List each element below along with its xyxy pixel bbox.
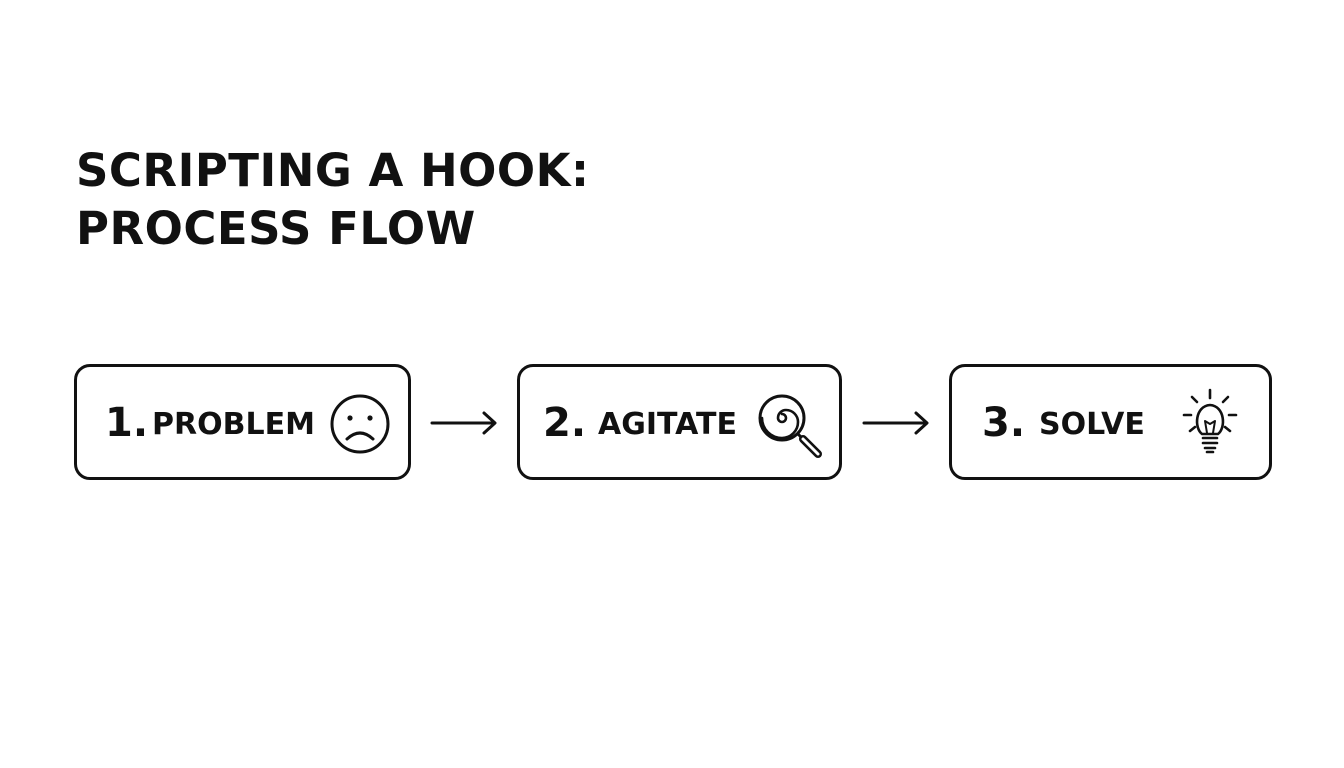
- right-arrow-icon: [430, 411, 497, 435]
- step-number: 1.: [105, 400, 149, 446]
- right-arrow-icon: [862, 411, 929, 435]
- title-line-2: PROCESS FLOW: [76, 202, 476, 255]
- title-line-1: SCRIPTING A HOOK:: [76, 144, 590, 197]
- step-problem-box: 1. PROBLEM: [74, 364, 411, 480]
- step-label: AGITATE: [598, 407, 737, 442]
- diagram-title: SCRIPTING A HOOK: PROCESS FLOW: [76, 142, 590, 258]
- step-agitate-box: 2. AGITATE: [517, 364, 842, 480]
- step-solve-box: 3. SOLVE: [949, 364, 1272, 480]
- step-number: 3.: [982, 400, 1026, 446]
- sad-face-icon: [330, 394, 390, 454]
- lightbulb-icon: [1182, 388, 1238, 454]
- step-label: SOLVE: [1039, 407, 1145, 442]
- step-number: 2.: [543, 400, 587, 446]
- step-label: PROBLEM: [152, 407, 315, 442]
- spiral-magnifier-icon: [758, 394, 822, 458]
